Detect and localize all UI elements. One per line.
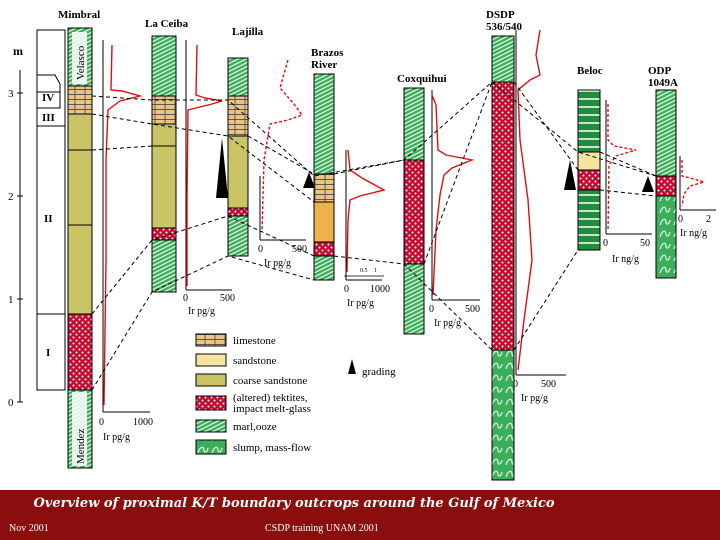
ir-profile-brazos-river: 0 1000 Ir pg/g 0.5 1	[344, 149, 390, 309]
legend-item-sandstone: sandstone	[195, 353, 277, 367]
unit-label-ii: II	[44, 213, 53, 225]
grading-marker	[303, 172, 315, 188]
legend-label: limestone	[233, 335, 276, 347]
ir-axis-tick: 0	[429, 304, 434, 315]
section-column-mimbral: Velasco Mendez	[67, 27, 93, 469]
ir-axis-unit: Ir ng/g	[612, 254, 639, 265]
slide-caption: Overview of proximal K/T boundary outcro…	[33, 496, 555, 511]
legend-item-grading: grading	[348, 359, 396, 378]
legend-item-marl: marl,ooze	[195, 419, 277, 433]
ir-profile-la-ceiba: 0 500 Ir pg/g	[183, 40, 235, 317]
unit-column: IV III II I	[36, 29, 66, 391]
ir-axis-unit: Ir pg/g	[521, 393, 548, 404]
legend-label: grading	[362, 366, 396, 378]
caption-bar: Overview of proximal K/T boundary outcro…	[0, 490, 720, 540]
ir-axis-unit: Ir pg/g	[347, 298, 374, 309]
legend-label: sandstone	[233, 355, 277, 367]
ir-axis-tick: 0	[258, 244, 263, 255]
ir-profile-beloc: 0 50 Ir ng/g	[603, 100, 652, 265]
section-title-lajilla: Lajilla	[232, 26, 264, 38]
ir-axis-tick: 500	[465, 304, 480, 315]
grading-marker	[642, 176, 654, 192]
correlation-lines	[91, 81, 657, 391]
unit-label-iii: III	[42, 112, 55, 124]
legend-item-slump: slump, mass-flow	[195, 439, 311, 455]
ir-axis-tick: 0	[99, 417, 104, 428]
ir-profile-dsdp: 0 500 Ir pg/g	[513, 29, 566, 404]
ir-profile-coxquihui: 0 500 Ir pg/g	[429, 90, 480, 329]
formation-label-mendez: Mendez	[75, 428, 87, 464]
formation-label-velasco: Velasco	[75, 45, 87, 80]
legend-label: marl,ooze	[233, 421, 277, 433]
section-title-beloc: Beloc	[577, 65, 603, 77]
ir-axis-tick: 50	[640, 238, 650, 249]
ir-axis-tick: 1000	[370, 284, 390, 295]
legend-label: (altered) tektites,impact melt-glass	[233, 392, 311, 415]
ir-axis-tick: 500	[541, 379, 556, 390]
section-column-lajilla	[216, 57, 249, 257]
grading-marker	[216, 138, 228, 198]
ir-axis-unit: Ir pg/g	[188, 306, 215, 317]
ir-profile-odp: 0 2 Ir ng/g	[678, 156, 716, 239]
depth-tick-label: 2	[8, 191, 14, 203]
section-title-la-ceiba: La Ceiba	[145, 18, 189, 30]
section-column-dsdp	[491, 35, 515, 481]
section-column-odp	[642, 89, 677, 279]
depth-unit-label: m	[13, 44, 23, 58]
depth-tick-label: 3	[8, 88, 14, 100]
section-column-brazos-river	[303, 73, 335, 281]
ir-axis-inset-tick: 1	[374, 268, 377, 274]
legend: limestone sandstone coarse sandstone (al…	[195, 333, 396, 455]
unit-label-iv: IV	[42, 92, 54, 104]
ir-axis-tick: 0	[513, 379, 518, 390]
ir-axis-tick: 2	[706, 214, 711, 225]
ir-axis-tick: 0	[678, 214, 683, 225]
section-column-la-ceiba	[151, 35, 177, 293]
legend-label: coarse sandstone	[233, 375, 307, 387]
depth-tick-label: 0	[8, 397, 14, 409]
section-column-beloc	[564, 89, 601, 251]
legend-label: slump, mass-flow	[233, 442, 311, 454]
ir-axis-unit: Ir pg/g	[434, 318, 461, 329]
ir-axis-unit: Ir pg/g	[264, 258, 291, 269]
legend-item-limestone: limestone	[195, 333, 276, 347]
ir-profile-mimbral: 0 1000 Ir pg/g	[99, 40, 153, 443]
depth-scale: m 0 1 2 3	[8, 44, 23, 409]
footer-date: Nov 2001	[9, 523, 49, 534]
ir-axis-tick: 0	[344, 284, 349, 295]
section-column-coxquihui	[403, 87, 425, 335]
ir-axis-unit: Ir pg/g	[103, 432, 130, 443]
ir-axis-tick: 500	[220, 293, 235, 304]
legend-item-tektite: (altered) tektites,impact melt-glass	[195, 392, 311, 415]
grading-icon	[348, 359, 356, 374]
grading-marker	[564, 160, 576, 190]
ir-axis-inset-tick: 0.5	[360, 268, 368, 274]
unit-label-i: I	[46, 347, 50, 359]
section-title-coxquihui: Coxquihui	[397, 73, 447, 85]
ir-axis-tick: 1000	[133, 417, 153, 428]
ir-axis-tick: 0	[603, 238, 608, 249]
ir-axis-unit: Ir ng/g	[680, 228, 707, 239]
kt-boundary-section-diagram: m 0 1 2 3 IV III II I Mimbral La Ceiba L…	[8, 9, 716, 481]
legend-item-coarse-sandstone: coarse sandstone	[195, 373, 307, 387]
footer-course: CSDP training UNAM 2001	[265, 523, 379, 534]
depth-tick-label: 1	[8, 294, 14, 306]
ir-axis-tick: 0	[183, 293, 188, 304]
section-title-mimbral: Mimbral	[58, 9, 100, 21]
